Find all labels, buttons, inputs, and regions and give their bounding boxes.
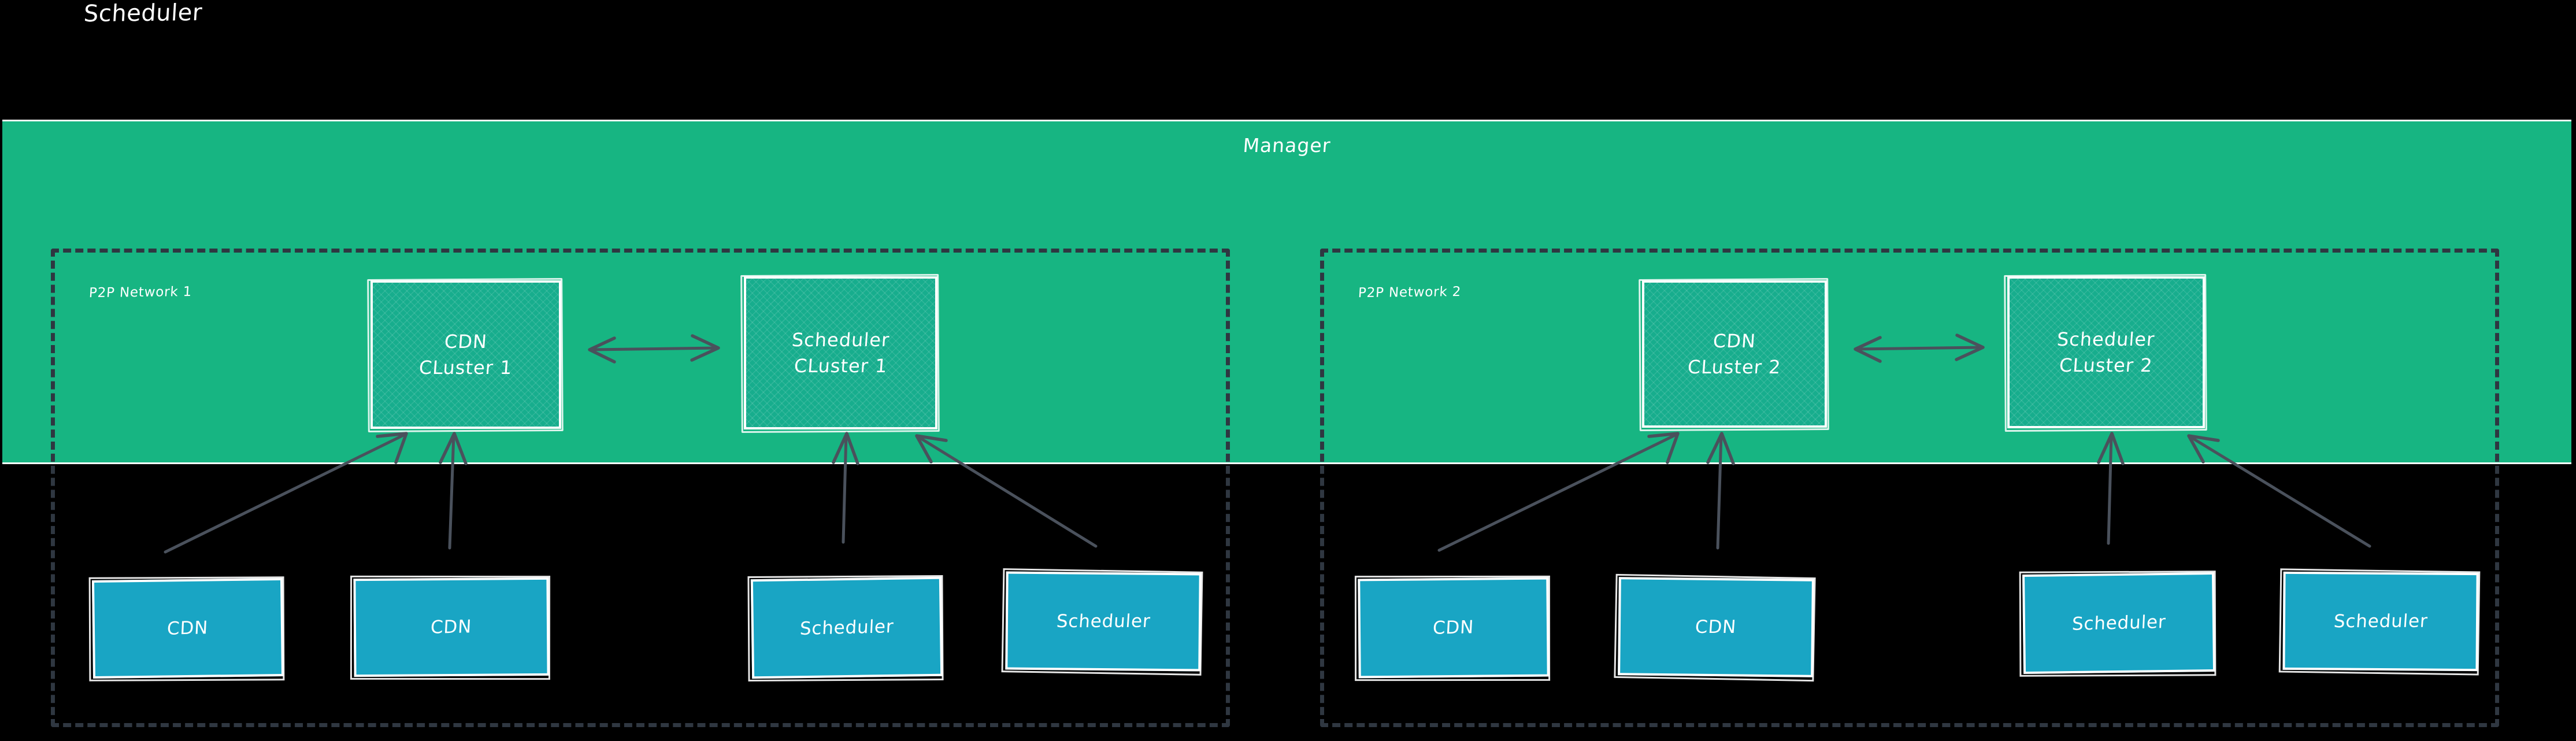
page-title: Scheduler [83, 0, 203, 28]
scheduler-cluster-1-line2: CLuster 1 [793, 354, 888, 377]
cdn-node-4-box[interactable]: CDN [1618, 577, 1814, 677]
scheduler-node-2-label: Scheduler [1055, 610, 1151, 632]
cdn-cluster-1-box[interactable]: CDN CLuster 1 [370, 280, 561, 429]
scheduler-node-2-box[interactable]: Scheduler [1005, 571, 1202, 672]
cdn-node-3-label: CDN [1432, 617, 1475, 639]
cdn-cluster-2-line1: CDN [1712, 330, 1757, 353]
scheduler-cluster-2-box[interactable]: Scheduler CLuster 2 [2007, 276, 2205, 428]
cdn-cluster-1-line2: CLuster 1 [418, 356, 514, 379]
cdn-cluster-1-line1: CDN [443, 331, 488, 353]
scheduler-cluster-1-line1: Scheduler [791, 329, 891, 351]
scheduler-node-1-label: Scheduler [799, 616, 895, 639]
p2p-network-1-label: P2P Network 1 [88, 284, 192, 301]
cdn-node-1-box[interactable]: CDN [91, 577, 284, 679]
cdn-node-2-box[interactable]: CDN [353, 577, 550, 677]
p2p-network-2-label: P2P Network 2 [1358, 284, 1462, 301]
scheduler-node-4-label: Scheduler [2333, 610, 2429, 632]
cdn-node-3-box[interactable]: CDN [1358, 577, 1550, 679]
cdn-node-4-label: CDN [1695, 617, 1737, 638]
scheduler-node-1-box[interactable]: Scheduler [750, 576, 943, 679]
cdn-node-2-label: CDN [430, 616, 473, 638]
cdn-cluster-2-box[interactable]: CDN CLuster 2 [1642, 280, 1827, 428]
scheduler-cluster-2-line2: CLuster 2 [2058, 354, 2154, 376]
scheduler-cluster-2-line1: Scheduler [2056, 328, 2156, 351]
cdn-node-1-label: CDN [166, 617, 209, 639]
manager-label: Manager [1242, 134, 1332, 157]
scheduler-cluster-1-box[interactable]: Scheduler CLuster 1 [744, 276, 937, 429]
scheduler-node-3-label: Scheduler [2071, 612, 2167, 635]
cdn-cluster-2-line2: CLuster 2 [1687, 355, 1782, 378]
scheduler-node-4-box[interactable]: Scheduler [2282, 571, 2479, 672]
scheduler-node-3-box[interactable]: Scheduler [2022, 572, 2216, 675]
